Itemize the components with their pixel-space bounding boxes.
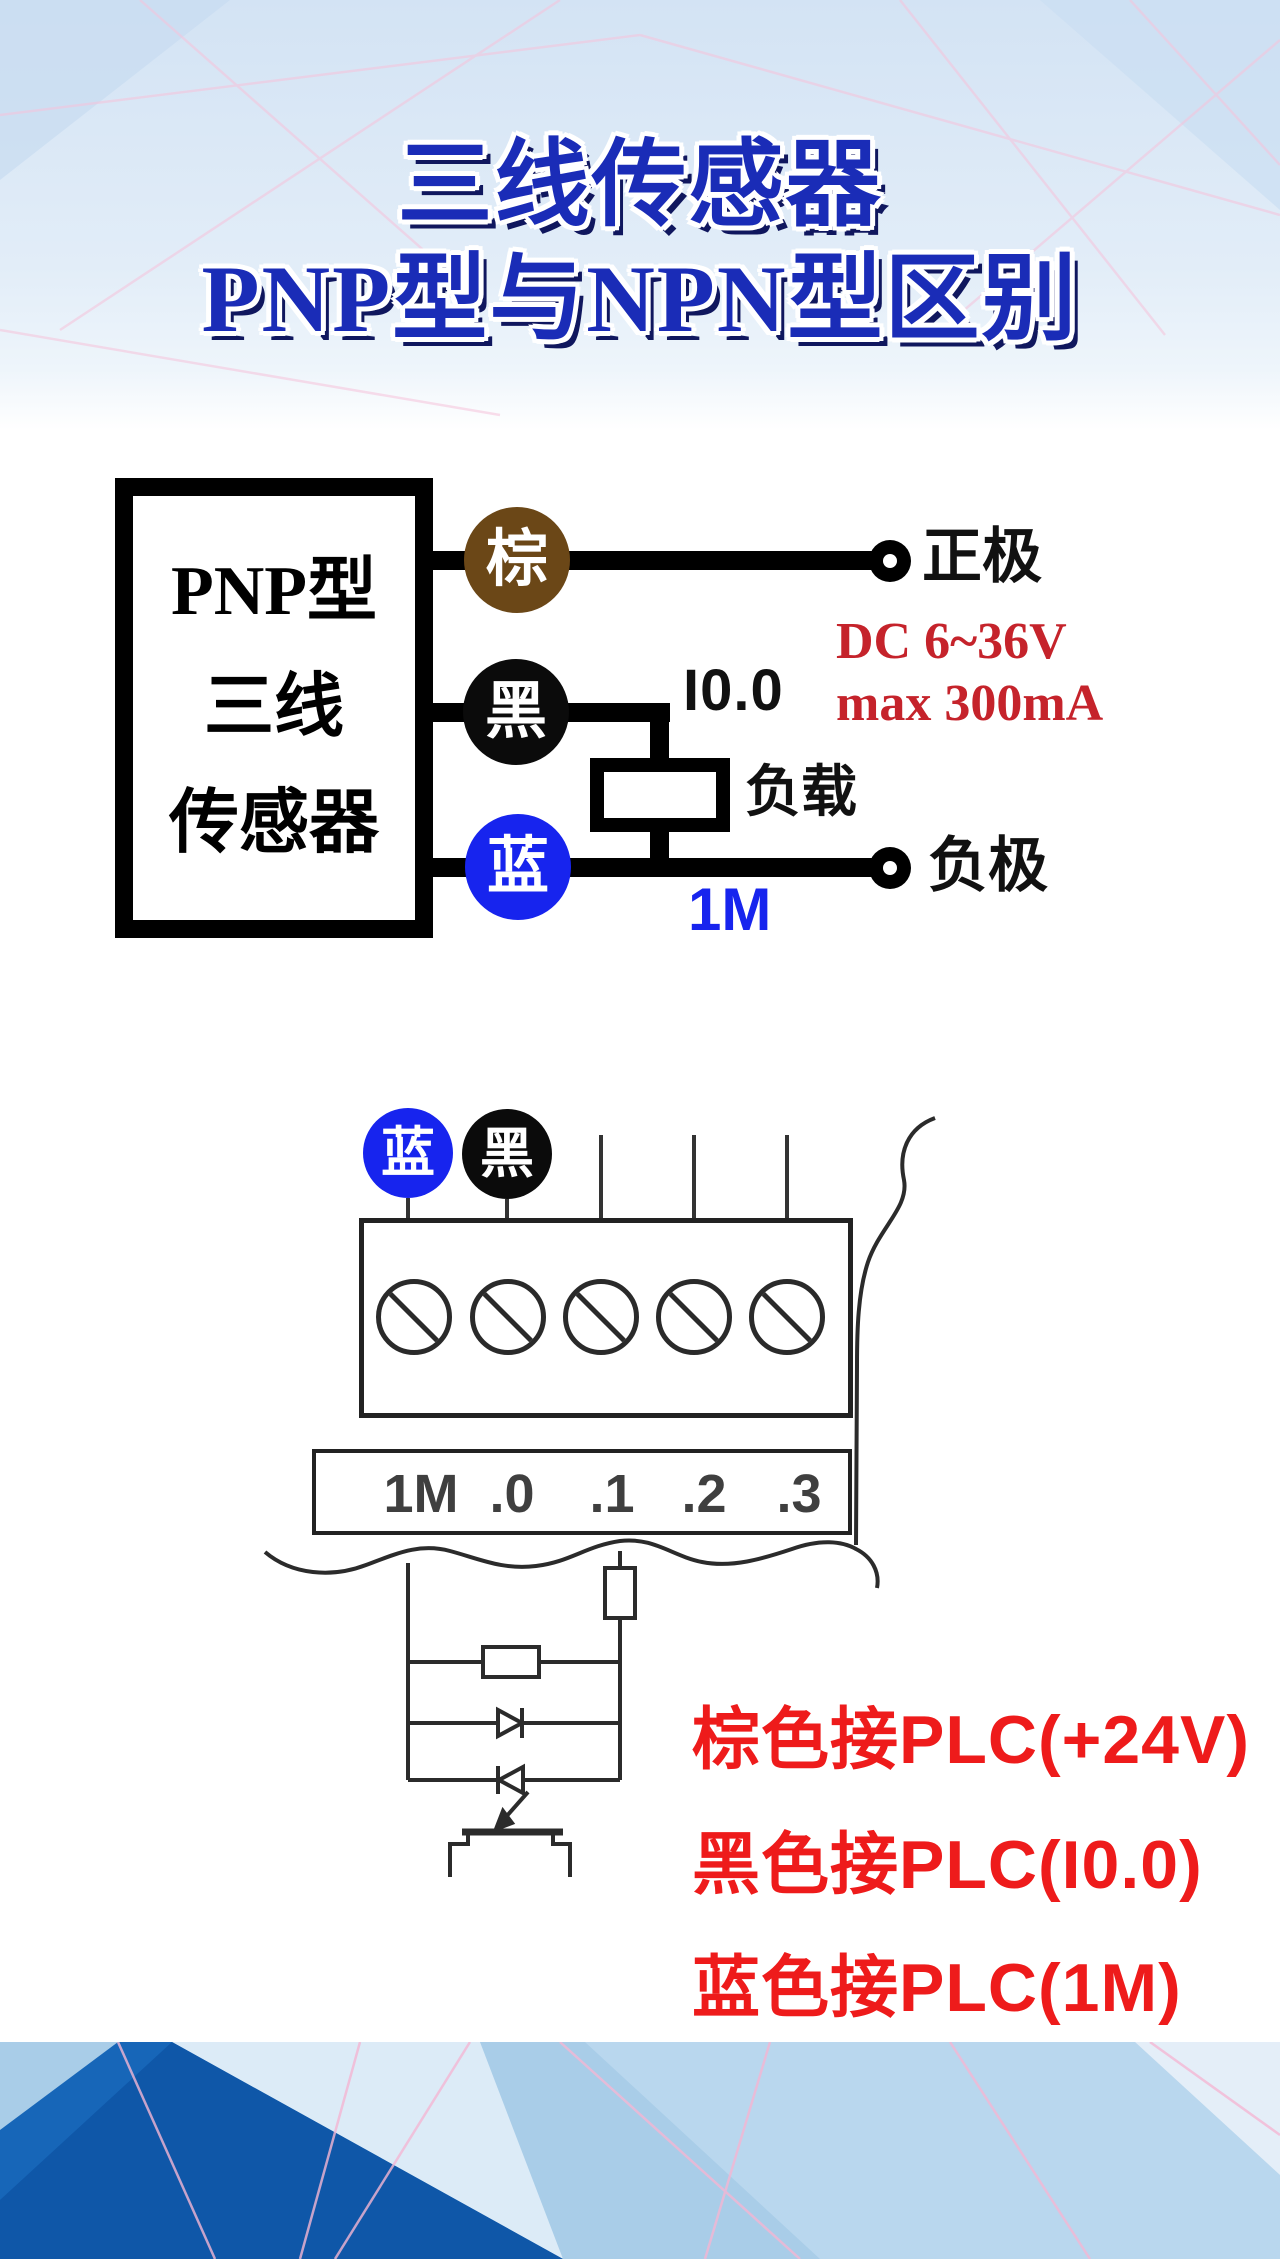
terminal-label-0: .0 xyxy=(489,1464,535,1524)
terminal-screw-icon xyxy=(376,1279,452,1355)
page-title-line2: PNP型与NPN型区别 xyxy=(201,246,1079,352)
spec-voltage-label: DC 6~36V xyxy=(836,613,1067,670)
black-wire-badge: 黑 xyxy=(463,659,569,765)
sensor-label-line3: 传感器 xyxy=(169,785,379,862)
terminal-screw-icon xyxy=(749,1279,825,1355)
load-symbol xyxy=(590,758,730,832)
terminal-screw-icon xyxy=(470,1279,546,1355)
terminal-label-1: .1 xyxy=(589,1464,635,1524)
terminal-pin xyxy=(785,1135,789,1218)
resistor-horizontal-icon xyxy=(481,1645,541,1679)
positive-terminal-label: 正极 xyxy=(922,523,1042,590)
plc-blue-wire-badge: 蓝 xyxy=(363,1108,453,1198)
terminal-label-2: .2 xyxy=(681,1464,727,1524)
terminal-pin xyxy=(505,1199,509,1218)
positive-terminal-icon xyxy=(869,540,911,582)
terminal-pin xyxy=(692,1135,696,1218)
top-band-graphic xyxy=(0,0,1280,430)
sensor-label-line2: 三线 xyxy=(204,669,344,746)
torn-wave-path xyxy=(263,1538,880,1589)
bottom-band-graphic xyxy=(0,2042,1280,2259)
load-label: 负载 xyxy=(745,760,857,823)
screw-slot xyxy=(664,1287,725,1349)
note-brown-connection: 棕色接PLC(+24V) xyxy=(692,1702,1250,1778)
terminal-screw-icon xyxy=(563,1279,639,1355)
sensor-label-line1: PNP型 xyxy=(170,553,378,630)
negative-terminal-icon xyxy=(869,847,911,889)
top-decoration-band xyxy=(0,0,1280,430)
terminal-screw-icon xyxy=(656,1279,732,1355)
plc-black-wire-badge: 黑 xyxy=(462,1109,552,1199)
bottom-decoration-band xyxy=(0,2042,1280,2259)
plc-input-label: I0.0 xyxy=(683,658,784,723)
spec-current-label: max 300mA xyxy=(836,675,1104,732)
torn-edge-path xyxy=(854,1116,936,1546)
transistor-arrow-head xyxy=(492,1806,516,1833)
page-title-line1: 三线传感器 xyxy=(397,132,883,238)
transistor-arrow-line xyxy=(503,1790,530,1820)
negative-terminal-label: 负极 xyxy=(928,832,1048,899)
diode-left-icon xyxy=(494,1763,525,1797)
terminal-label-strip: 1M .0 .1 .2 .3 xyxy=(312,1449,852,1535)
screw-slot xyxy=(757,1287,818,1349)
transistor-left-lead xyxy=(448,1835,470,1877)
terminal-pin xyxy=(599,1135,603,1218)
common-1m-label: 1M xyxy=(688,876,772,943)
transistor-right-lead xyxy=(551,1835,572,1877)
screw-slot xyxy=(478,1287,539,1349)
terminal-pin xyxy=(406,1198,410,1218)
terminal-label-1m: 1M xyxy=(383,1464,459,1524)
screw-slot xyxy=(571,1287,632,1349)
screw-slot xyxy=(384,1287,445,1349)
note-blue-connection: 蓝色接PLC(1M) xyxy=(692,1950,1182,2026)
sensor-body-box: PNP型 三线 传感器 xyxy=(115,478,433,938)
note-black-connection: 黑色接PLC(I0.0) xyxy=(692,1827,1203,1903)
blue-wire-badge: 蓝 xyxy=(465,814,571,920)
terminal-label-3: .3 xyxy=(776,1464,822,1524)
resistor-vertical-icon xyxy=(603,1566,637,1620)
diode-right-icon xyxy=(496,1706,527,1740)
brown-wire-badge: 棕 xyxy=(464,507,570,613)
